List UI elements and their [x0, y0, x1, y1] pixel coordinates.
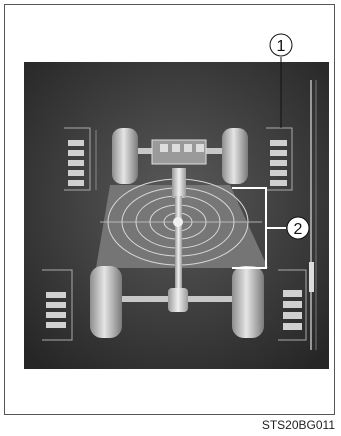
callout-2-number: 2 — [294, 221, 303, 238]
rear-left-tire — [90, 266, 122, 338]
front-left-tire — [112, 128, 138, 184]
image-code: STS20BG011 — [262, 418, 335, 432]
callout-1-number: 1 — [277, 38, 286, 55]
front-right-tire — [222, 128, 248, 184]
rear-right-tire — [232, 266, 264, 338]
